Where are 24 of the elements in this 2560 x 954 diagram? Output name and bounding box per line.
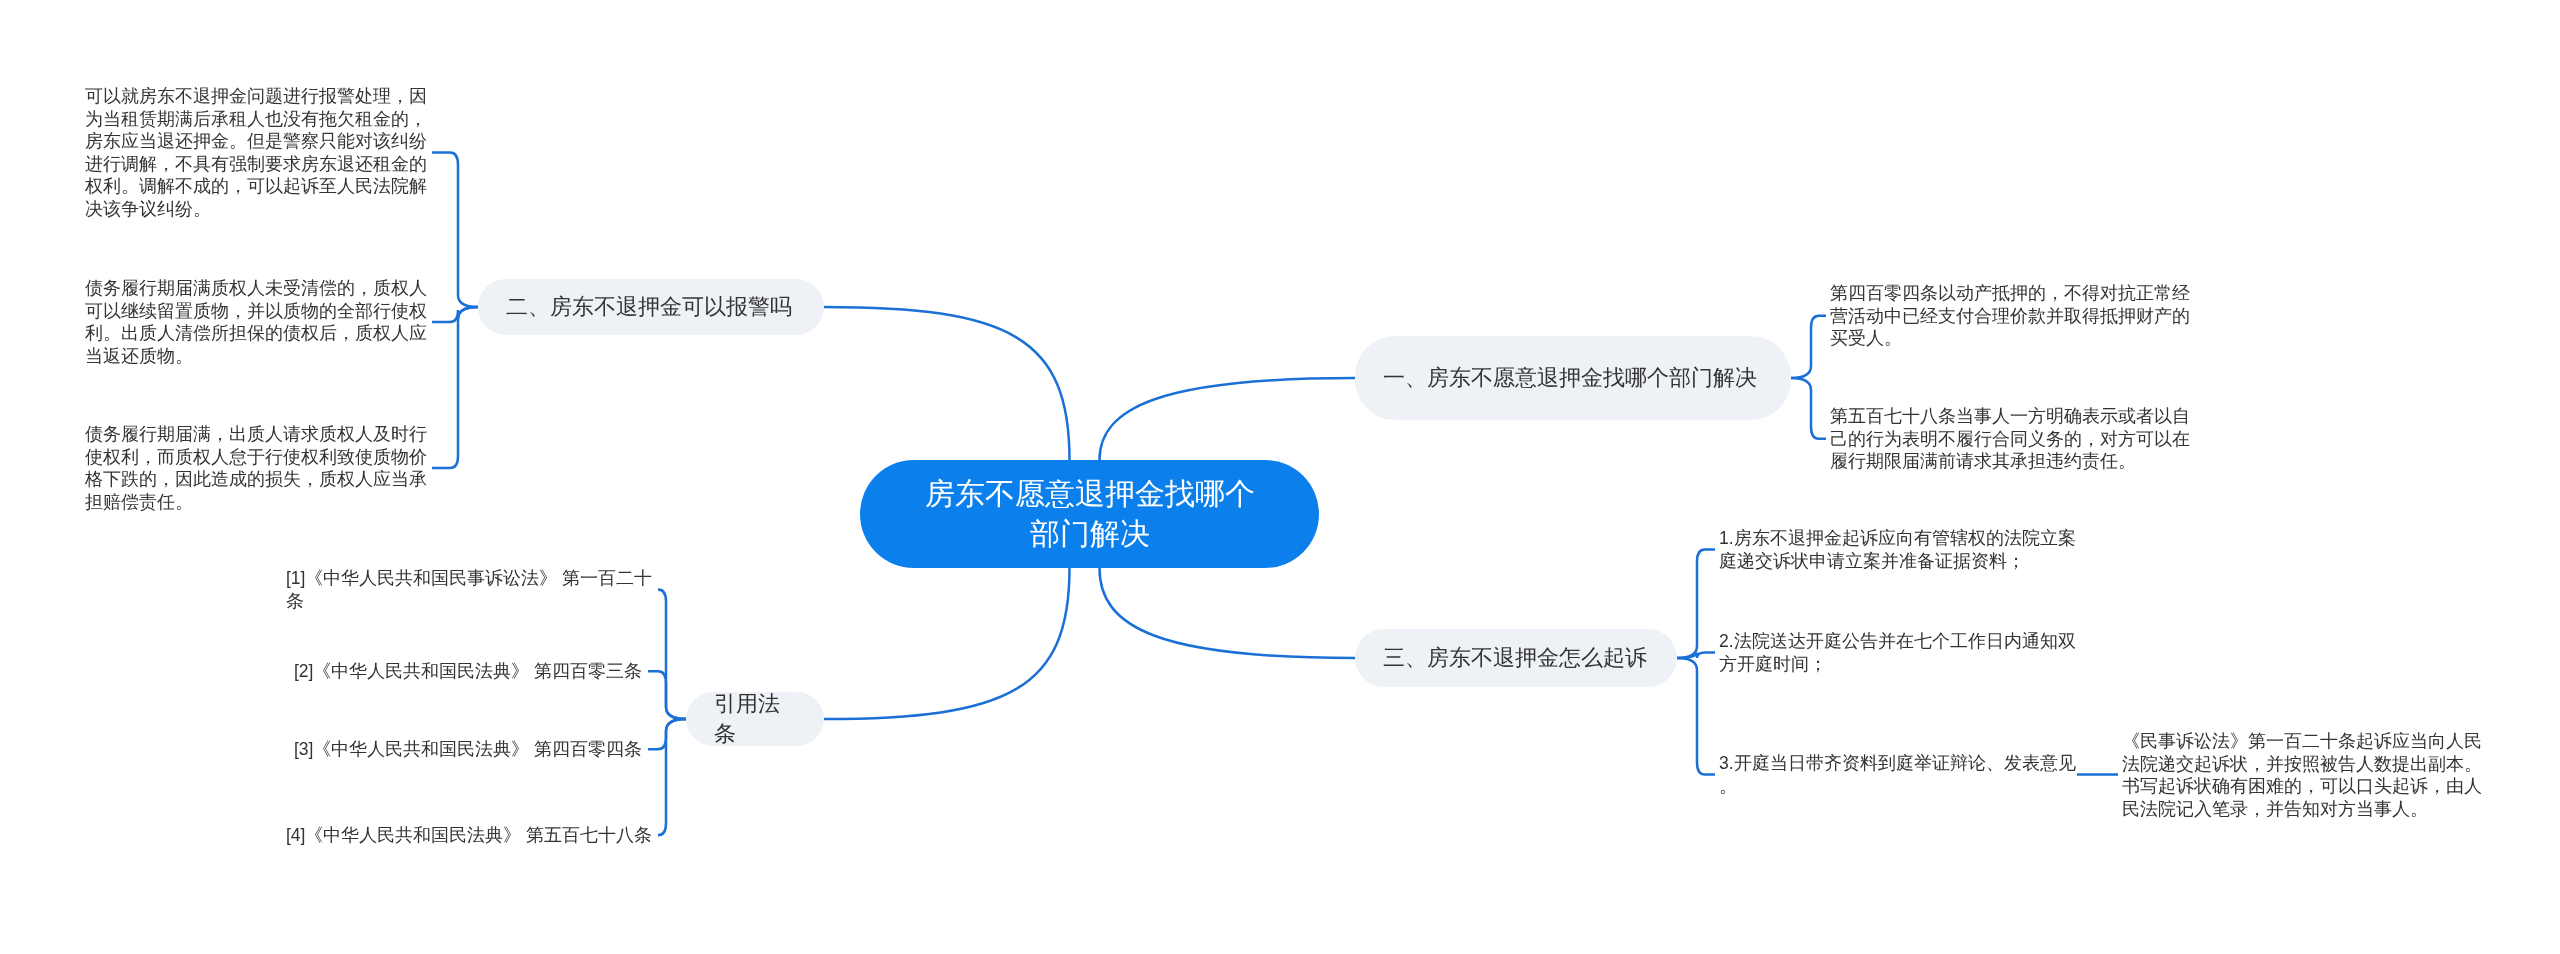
connector-line [824,567,1071,721]
connector-line [1098,376,1355,461]
central-topic-bubble: 房东不愿意退押金找哪个部门解决 [860,460,1319,568]
note-text: 债务履行期届满，出质人请求质权人及时行使权利，而质权人怠于行使权利致使质物价格下跌的，因此造成的损失，质权人应当承担赔偿责任。 [85,423,428,513]
note-text: 可以就房东不退押金问题进行报警处理，因为当租赁期满后承租人也没有拖欠租金的，房东应当退还押金。但是警察只能对该纠纷进行调解，不具有强制要求房东退还租金的权利。调解不成的，可以起诉至人民法院解决该争议纠纷。 [85,85,428,220]
note-text: 债务履行期届满质权人未受清偿的，质权人可以继续留置质物，并以质物的全部行使权利。出质人清偿所担保的债权后，质权人应当返还质物。 [85,277,428,367]
connector-line [656,717,687,837]
note-text: 第四百零四条以动产抵押的，不得对抗正常经营活动中已经支付合理价款并取得抵押财产的买受人。 [1830,282,2191,350]
note-text: [3]《中华人民共和国民法典》 第四百零四条 [294,738,644,761]
topic-bubble: 一、房东不愿意退押金找哪个部门解决 [1355,336,1791,420]
note-text: 《民事诉讼法》第一百二十条起诉应当向人民法院递交起诉状，并按照被告人数提出副本。书写起诉状确有困难的，可以口头起诉，由人民法院记入笔录，并告知对方当事人。 [2122,730,2483,820]
connector-line [824,305,1071,461]
topic-bubble: 引用法条 [686,692,824,746]
connector-line [2077,773,2118,776]
note-text: [2]《中华人民共和国民法典》 第四百零三条 [294,660,644,683]
note-text: [4]《中华人民共和国民法典》 第五百七十八条 [286,824,654,847]
topic-bubble: 二、房东不退押金可以报警吗 [478,279,824,335]
note-text: 第五百七十八条当事人一方明确表示或者以自己的行为表明不履行合同义务的，对方可以在履行期限届满前请求其承担违约责任。 [1830,405,2191,473]
note-text: 3.开庭当日带齐资料到庭举证辩论、发表意见。 [1719,752,2077,797]
note-text: 2.法院送达开庭公告并在七个工作日内通知双方开庭时间； [1719,630,2077,675]
topic-bubble: 三、房东不退押金怎么起诉 [1355,629,1677,687]
connector-line [1098,567,1355,660]
note-text: [1]《中华人民共和国民事诉讼法》 第一百二十条 [286,567,654,612]
note-text: 1.房东不退押金起诉应向有管辖权的法院立案庭递交诉状申请立案并准备证据资料； [1719,527,2077,572]
